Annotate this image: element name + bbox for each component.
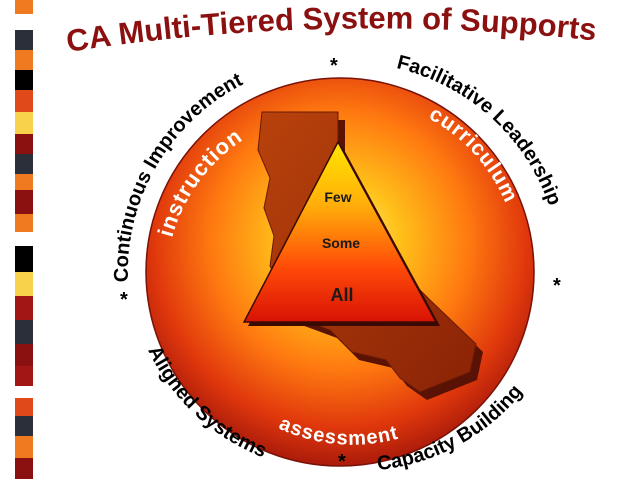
- decorative-stripe-bar: [15, 0, 33, 479]
- stripe: [15, 320, 33, 344]
- stripe: [15, 70, 33, 90]
- stripe: [15, 190, 33, 214]
- stripe: [15, 174, 33, 190]
- tier-some-label: Some: [322, 235, 360, 251]
- separator-asterisk-left: *: [120, 289, 128, 311]
- tier-few-label: Few: [324, 189, 351, 205]
- tier-triangle: [242, 140, 440, 326]
- stripe: [15, 458, 33, 479]
- stripe: [15, 154, 33, 174]
- page-title-graphic: CA Multi-Tiered System of Supports: [64, 0, 598, 59]
- separator-asterisk-right: *: [553, 275, 561, 297]
- stripe: [15, 398, 33, 416]
- stripe: [15, 50, 33, 70]
- stripe: [15, 386, 33, 398]
- stripe: [15, 296, 33, 320]
- stripe: [15, 246, 33, 272]
- stripe: [15, 14, 33, 30]
- stripe: [15, 344, 33, 366]
- stripe: [15, 30, 33, 50]
- stripe: [15, 436, 33, 458]
- stripe: [15, 90, 33, 112]
- tier-all-label: All: [330, 285, 353, 305]
- stripe: [15, 366, 33, 386]
- stripe: [15, 0, 33, 14]
- stripe: [15, 134, 33, 154]
- separator-asterisk-bottom: *: [338, 451, 346, 473]
- stripe: [15, 112, 33, 134]
- stripe: [15, 232, 33, 246]
- separator-asterisk-top: *: [330, 55, 338, 77]
- stripe: [15, 214, 33, 232]
- stripe: [15, 272, 33, 296]
- stripe: [15, 416, 33, 436]
